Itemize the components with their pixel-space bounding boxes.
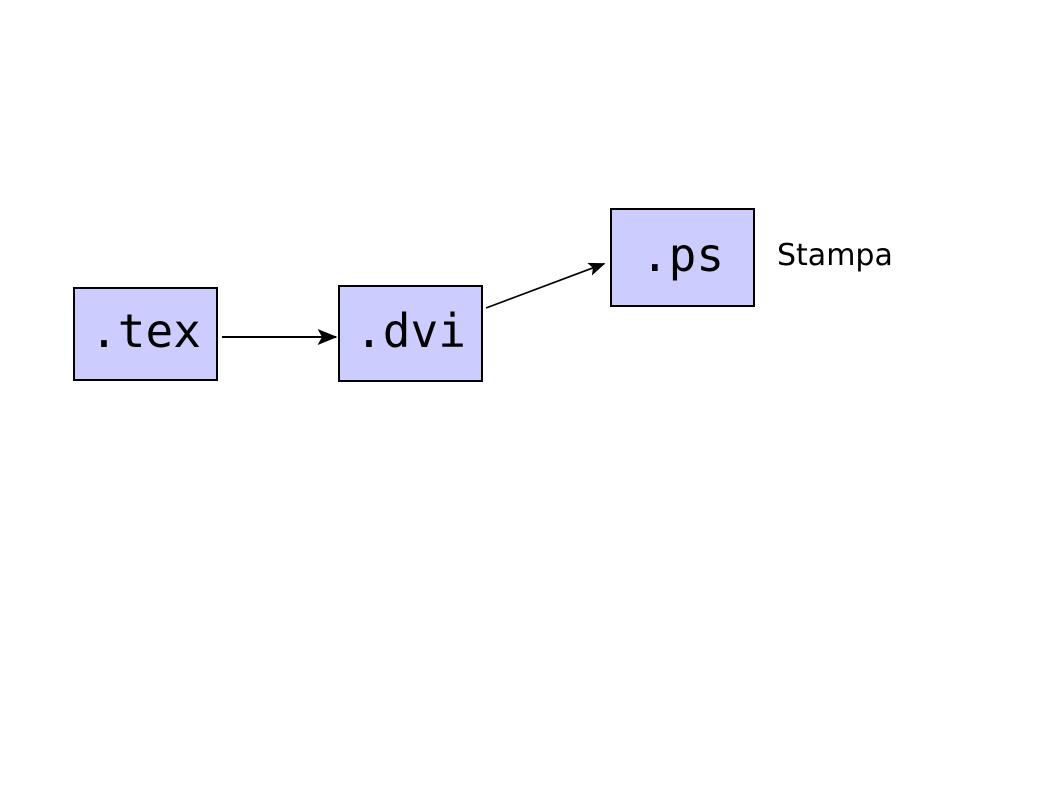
edge-dvi-to-ps bbox=[485, 262, 606, 309]
node-ps[interactable]: .ps bbox=[610, 208, 755, 307]
node-ps-label: .ps bbox=[640, 227, 725, 282]
annotation-stampa: Stampa bbox=[777, 238, 893, 273]
node-dvi[interactable]: .dvi bbox=[338, 285, 483, 382]
node-tex[interactable]: .tex bbox=[73, 287, 218, 381]
node-tex-label: .tex bbox=[90, 304, 201, 358]
node-dvi-label: .dvi bbox=[355, 303, 466, 358]
